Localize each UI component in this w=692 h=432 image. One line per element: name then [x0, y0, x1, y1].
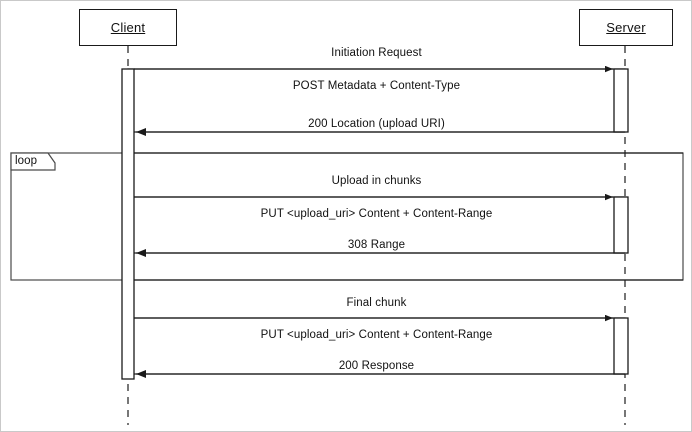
message-label-put-final: PUT <upload_uri> Content + Content-Range — [260, 329, 493, 341]
message-label-308-range: 308 Range — [347, 239, 406, 251]
message-label-200-response: 200 Response — [338, 360, 415, 372]
section-title-upload-chunks: Upload in chunks — [331, 175, 422, 187]
loop-fragment-operator-label: loop — [15, 155, 38, 167]
participant-box-server[interactable]: Server — [579, 9, 673, 46]
group-separator-lines — [128, 152, 683, 281]
participant-label-server: Server — [606, 20, 646, 35]
message-label-put-chunk: PUT <upload_uri> Content + Content-Range — [260, 208, 493, 220]
activation-bar-client — [121, 68, 135, 380]
participant-label-client: Client — [110, 20, 146, 35]
participant-box-client[interactable]: Client — [79, 9, 177, 46]
section-title-final-chunk: Final chunk — [346, 297, 407, 309]
section-title-initiation: Initiation Request — [331, 47, 422, 59]
message-label-post-metadata: POST Metadata + Content-Type — [292, 80, 461, 92]
message-label-200-location: 200 Location (upload URI) — [308, 118, 445, 130]
